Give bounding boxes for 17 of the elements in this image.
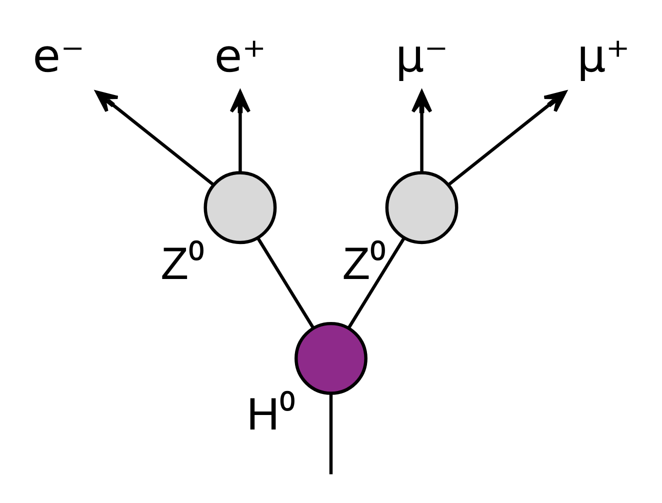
node-label: Z⁰	[342, 237, 386, 288]
node-circle	[294, 321, 368, 394]
arrow	[448, 90, 567, 186]
arrow	[230, 90, 251, 172]
connector	[348, 236, 406, 328]
node-circle	[385, 170, 458, 244]
node-text: e⁻	[32, 28, 85, 82]
node-text: μ⁻	[395, 28, 448, 82]
connector	[329, 392, 333, 474]
node-circle	[204, 170, 277, 244]
node-label: H⁰	[246, 388, 296, 440]
connector	[256, 236, 314, 328]
node-text: μ⁺	[576, 28, 630, 82]
node-text: e⁺	[214, 28, 266, 82]
arrow	[95, 90, 214, 186]
arrow	[411, 90, 432, 172]
node-label: Z⁰	[160, 237, 205, 288]
